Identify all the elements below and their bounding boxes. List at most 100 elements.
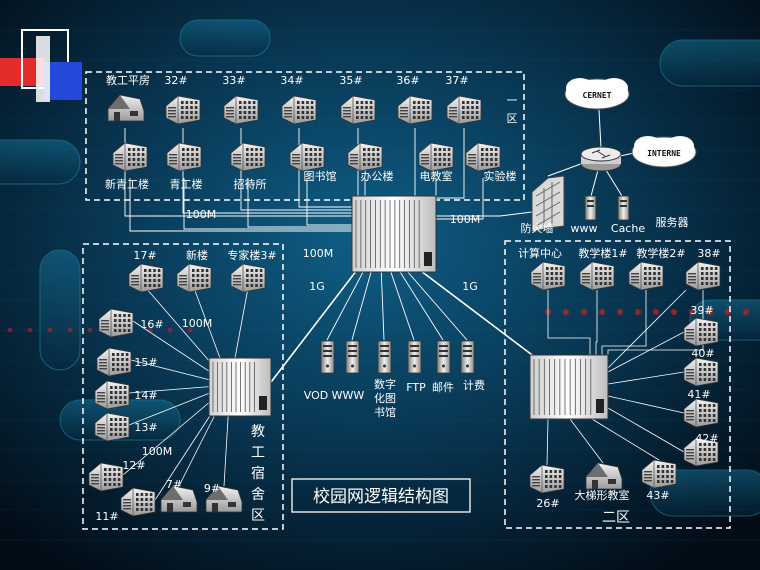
dorm-building-label: 14# xyxy=(134,389,157,402)
vertical-label-char: 宿 xyxy=(251,465,265,482)
zone2-link xyxy=(547,290,591,355)
zone2-link xyxy=(607,289,687,369)
www-label: www xyxy=(571,222,598,235)
zone1-building-label: 实验楼 xyxy=(484,169,517,183)
link-speed-label: 1G xyxy=(309,280,325,293)
zone1-building-label: 36# xyxy=(396,74,419,87)
building-icon xyxy=(94,380,130,410)
decor-dot xyxy=(671,309,677,315)
zone1-building-label: 电教室 xyxy=(420,169,453,183)
decor-tube xyxy=(0,139,81,185)
www-server-icon xyxy=(584,195,597,221)
zone2-link xyxy=(546,418,549,466)
cache-label: Cache xyxy=(611,222,645,235)
zone2-building-label: 42# xyxy=(695,432,718,445)
zone1-building-label: 37# xyxy=(445,74,468,87)
decor-dot xyxy=(653,309,659,315)
decor-dot xyxy=(689,309,695,315)
dorm-building-label: 12# xyxy=(122,459,145,472)
building-icon xyxy=(418,142,454,172)
zone2-building-label: 43# xyxy=(646,489,669,502)
internet-cloud: INTERNE xyxy=(631,136,697,168)
dorm-building-label: 11# xyxy=(95,510,118,523)
decor-tube xyxy=(649,469,760,517)
zone2-building-label: 40# xyxy=(691,347,714,360)
building-icon xyxy=(683,398,719,428)
vertical-label-char: 区 xyxy=(251,508,265,524)
core-firewall-link xyxy=(436,211,533,217)
decor-dot xyxy=(617,309,623,315)
zone1-region-label: 一区 xyxy=(507,94,518,125)
zone2-link xyxy=(607,395,685,414)
link-speed-label: 100M xyxy=(142,445,173,458)
zone1-building-label: 33# xyxy=(222,74,245,87)
server-label: 邮件 xyxy=(432,381,454,394)
decor-tube xyxy=(179,19,271,57)
server-label: WWW xyxy=(332,389,365,402)
firewall-label: 防火墙 xyxy=(521,221,554,235)
decor-dot xyxy=(7,327,13,333)
building-icon xyxy=(94,412,130,442)
decor-dot xyxy=(67,327,73,333)
server-icon xyxy=(460,340,475,374)
decor-dot xyxy=(27,327,33,333)
building-icon xyxy=(628,261,664,291)
server-icon xyxy=(407,340,422,374)
building-icon xyxy=(397,95,433,125)
zone1-building-label: 青工楼 xyxy=(170,177,203,191)
zone1-link xyxy=(247,178,352,228)
building-icon xyxy=(120,487,156,517)
server-label: 计费 xyxy=(463,379,485,392)
zone1-link xyxy=(306,178,352,226)
internet-label: INTERNE xyxy=(647,149,681,158)
vertical-label-char: 教 xyxy=(251,424,265,440)
zone2-link xyxy=(595,290,598,355)
decor-dot xyxy=(707,309,713,315)
dorm-building-label: 9# xyxy=(204,482,220,495)
link-speed-label: 100M xyxy=(182,317,213,330)
building-icon xyxy=(340,95,376,125)
dorm-building-label: 17# xyxy=(133,249,156,262)
building-icon xyxy=(530,261,566,291)
link-speed-label: 100M xyxy=(186,208,217,221)
decor-dot xyxy=(743,309,749,315)
dorm-building-label: 16# xyxy=(140,318,163,331)
server-label: FTP xyxy=(406,381,426,394)
zone2-link xyxy=(607,371,685,385)
cache-server-icon xyxy=(617,195,630,221)
building-icon xyxy=(683,317,719,347)
decor-dot xyxy=(599,309,605,315)
building-icon xyxy=(230,142,266,172)
vertical-label-char: 区 xyxy=(507,112,518,125)
switch-module xyxy=(596,399,604,413)
house-icon xyxy=(160,485,198,513)
vertical-label-char: 工 xyxy=(251,445,265,461)
switch-module xyxy=(424,252,432,266)
building-icon xyxy=(685,261,721,291)
decor-dot xyxy=(187,327,193,333)
server-label: VOD xyxy=(304,389,328,402)
building-icon xyxy=(347,142,383,172)
server-label: 化图 xyxy=(374,391,396,405)
title-frame xyxy=(291,478,471,513)
building-icon xyxy=(223,95,259,125)
zone2-building-label: 39# xyxy=(690,304,713,317)
building-icon xyxy=(165,95,201,125)
house-icon xyxy=(585,462,623,490)
zone2-building-label: 41# xyxy=(687,388,710,401)
vertical-label-char: 舍 xyxy=(251,487,265,503)
server-icon xyxy=(320,340,335,374)
building-icon xyxy=(230,263,266,293)
vertical-label-char: 一 xyxy=(507,94,518,107)
network-nodes xyxy=(88,94,721,517)
decor-dot xyxy=(581,309,587,315)
link-speed-label: 100M xyxy=(303,247,334,260)
building-icon xyxy=(446,95,482,125)
zone2-building-label: 教学楼1# xyxy=(578,246,627,260)
decor-tube xyxy=(659,39,760,87)
decor-dot xyxy=(635,309,641,315)
router-www-link xyxy=(590,169,599,197)
